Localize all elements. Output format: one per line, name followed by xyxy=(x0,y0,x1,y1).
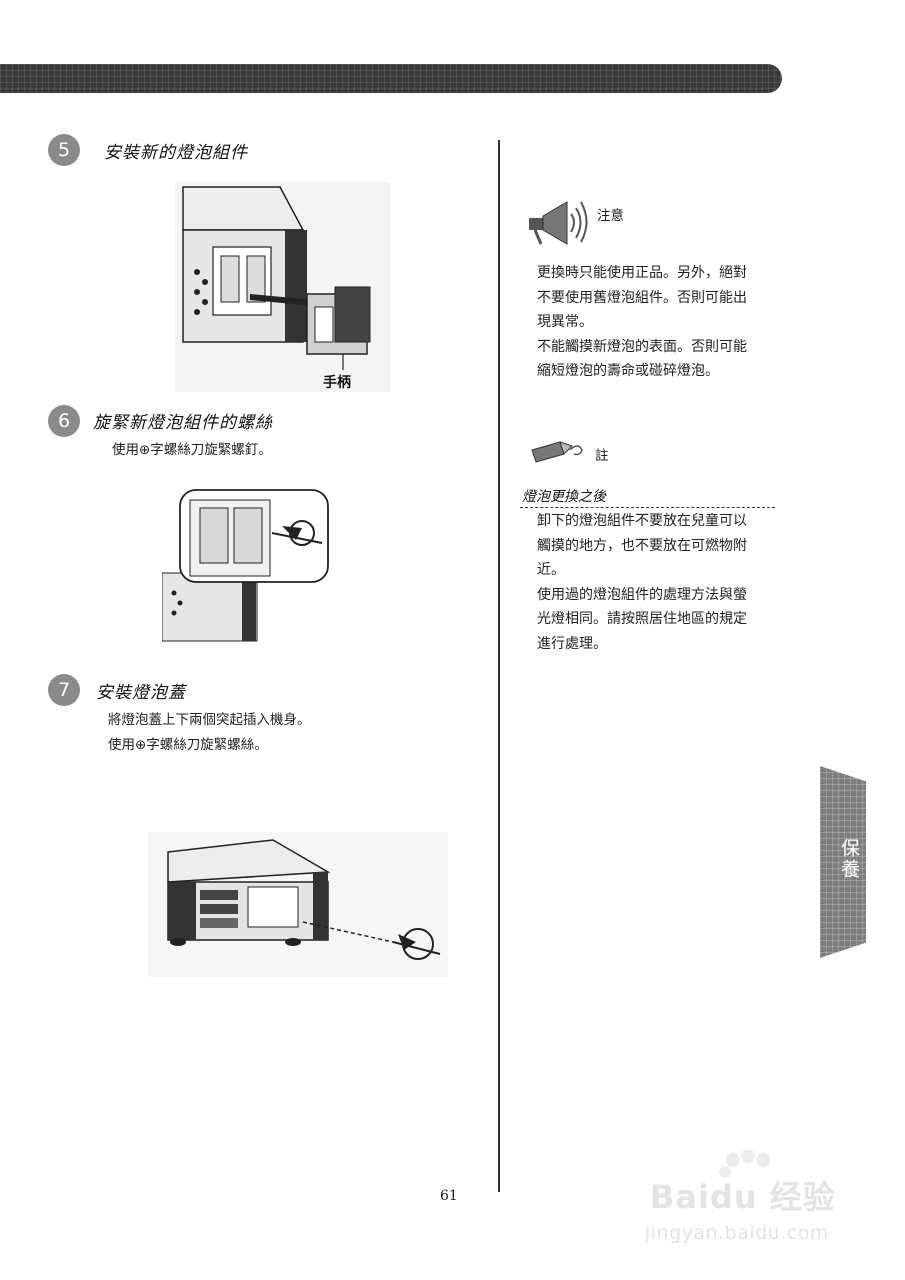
megaphone-icon xyxy=(525,196,589,248)
step-7-line-2: 使用⊕字螺絲刀旋緊螺絲。 xyxy=(108,737,268,753)
section-side-tab-label: 保養 xyxy=(838,838,860,880)
caution-line: 不要使用舊燈泡組件。否則可能出 xyxy=(537,289,747,306)
caution-text: 更換時只能使用正品。另外，絕對 不要使用舊燈泡組件。否則可能出 現異常。 不能觸… xyxy=(537,261,747,384)
baidu-paw-logo xyxy=(640,1149,860,1250)
header-bar xyxy=(0,64,782,93)
step-5-illustration: 手柄 xyxy=(175,182,390,392)
note-subheading: 燈泡更換之後 xyxy=(522,489,606,505)
step-7-number: 7 xyxy=(48,674,80,706)
note-divider xyxy=(520,507,775,508)
step-5-title: 安裝新的燈泡組件 xyxy=(104,143,248,163)
caution-line: 現異常。 xyxy=(537,314,593,330)
step-5-number: 5 xyxy=(48,134,80,166)
note-line: 光燈相同。請按照居住地區的規定 xyxy=(537,611,747,627)
note-line: 使用過的燈泡組件的處理方法與螢 xyxy=(537,586,747,603)
column-divider xyxy=(498,140,500,1192)
step-6-line: 使用⊕字螺絲刀旋緊螺釘。 xyxy=(112,442,272,458)
watermark-url: jingyan.baidu.com xyxy=(645,1222,829,1244)
step-6-number: 6 xyxy=(48,405,80,437)
note-line: 卸下的燈泡組件不要放在兒童可以 xyxy=(537,513,747,529)
step-7-line-1: 將燈泡蓋上下兩個突起插入機身。 xyxy=(108,712,311,728)
step-7-title: 安裝燈泡蓋 xyxy=(96,683,186,703)
watermark-brand: Baidu 经验 xyxy=(650,1178,836,1216)
pencil-icon xyxy=(530,440,590,466)
page-number: 61 xyxy=(440,1188,458,1204)
note-line: 進行處理。 xyxy=(537,635,607,652)
note-label: 註 xyxy=(595,448,609,464)
note-line: 觸摸的地方，也不要放在可燃物附 xyxy=(537,537,747,554)
step-6-title: 旋緊新燈泡組件的螺絲 xyxy=(93,413,273,433)
handle-callout: 手柄 xyxy=(323,374,351,391)
note-text: 卸下的燈泡組件不要放在兒童可以 觸摸的地方，也不要放在可燃物附 近。 使用過的燈… xyxy=(537,509,747,656)
caution-line: 更換時只能使用正品。另外，絕對 xyxy=(537,265,747,281)
step-6-illustration xyxy=(162,488,332,643)
step-7-illustration xyxy=(148,832,448,977)
section-side-tab xyxy=(820,766,866,958)
caution-label: 注意 xyxy=(597,208,624,224)
caution-line: 縮短燈泡的壽命或碰碎燈泡。 xyxy=(537,363,719,379)
note-line: 近。 xyxy=(537,562,565,578)
caution-line: 不能觸摸新燈泡的表面。否則可能 xyxy=(537,338,747,355)
